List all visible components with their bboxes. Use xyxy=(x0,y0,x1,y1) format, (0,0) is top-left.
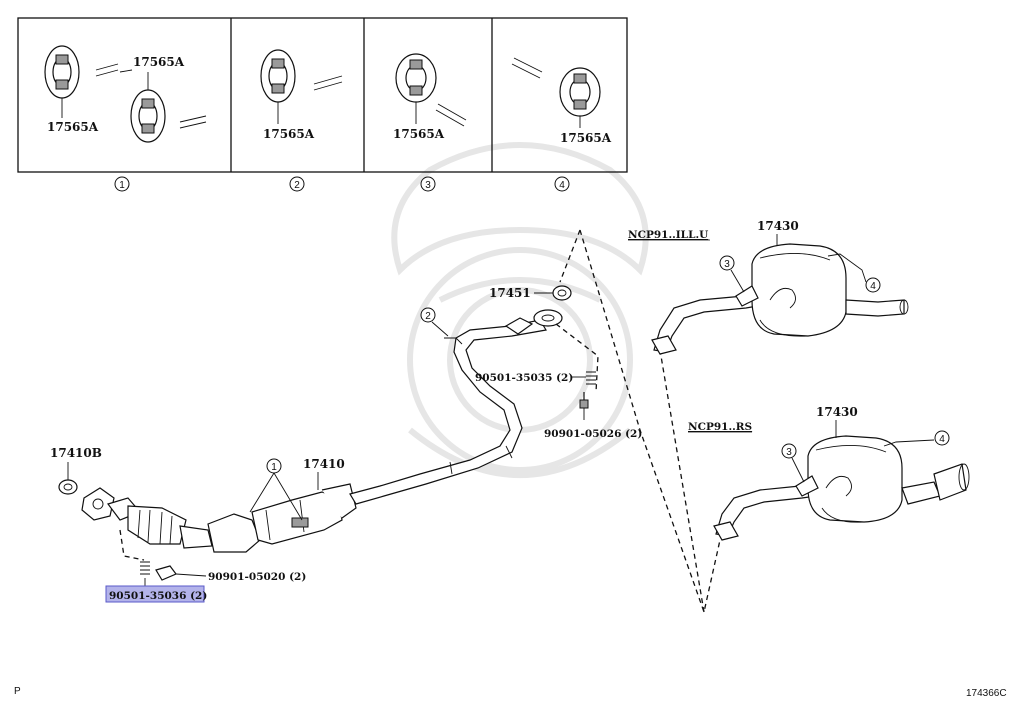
highlight-box xyxy=(105,585,205,603)
part-label-muffler-upper[interactable]: 17430 xyxy=(757,219,799,233)
svg-text:2: 2 xyxy=(425,311,431,322)
footer-left-code: P xyxy=(14,686,21,697)
front-exhaust-pipe xyxy=(81,309,563,553)
spring-bolt-left-icon xyxy=(140,561,150,575)
part-label-muffler-lower[interactable]: 17430 xyxy=(816,405,858,419)
svg-text:4: 4 xyxy=(870,281,876,292)
rubber-hanger-icon xyxy=(260,49,296,103)
svg-text:1: 1 xyxy=(119,180,125,191)
watermark-emblem xyxy=(391,142,649,478)
part-label-bolt-center[interactable]: 90901-05026 (2) xyxy=(544,428,642,440)
svg-text:3: 3 xyxy=(425,180,431,191)
svg-text:4: 4 xyxy=(559,180,565,191)
inset-3-number: 3 xyxy=(420,176,436,192)
svg-text:3: 3 xyxy=(786,447,792,458)
inset-1: 17565A 17565A xyxy=(44,45,207,143)
callout-upper-3: 3 xyxy=(719,255,735,271)
variant-label-lower: NCP91..RS xyxy=(688,421,752,433)
inset-1-label-b: 17565A xyxy=(133,55,185,69)
part-label-bolt-spring-left[interactable]: 90501-35036 (2) xyxy=(109,590,207,602)
bolt-left-icon xyxy=(155,565,207,581)
svg-text:4: 4 xyxy=(939,434,945,445)
rubber-hanger-icon xyxy=(130,89,166,143)
callout-2: 2 xyxy=(420,307,436,323)
inset-3-label: 17565A xyxy=(393,127,445,141)
inset-3: 17565A xyxy=(393,53,467,141)
gasket-center-icon xyxy=(552,285,572,301)
inset-1-number: 1 xyxy=(114,176,130,192)
inset-4: 17565A xyxy=(511,57,612,145)
svg-text:3: 3 xyxy=(724,259,730,270)
inset-2: 17565A xyxy=(260,49,343,141)
callout-upper-4: 4 xyxy=(865,277,881,293)
diagram-id: 174366C xyxy=(966,688,1007,699)
muffler-lower xyxy=(713,435,970,541)
variant-label-upper: NCP91..ILL.U xyxy=(628,229,708,241)
part-label-bolt-left[interactable]: 90901-05020 (2) xyxy=(208,571,306,583)
callout-lower-3: 3 xyxy=(781,443,797,459)
rubber-hanger-icon xyxy=(395,53,437,103)
inset-4-label: 17565A xyxy=(560,131,612,145)
muffler-upper xyxy=(651,243,909,355)
inset-2-number: 2 xyxy=(289,176,305,192)
callout-1: 1 xyxy=(266,458,282,474)
spring-bolt-center-icon xyxy=(586,371,596,385)
inset-1-label-a: 17565A xyxy=(47,120,99,134)
svg-text:1: 1 xyxy=(271,462,277,473)
part-label-exhaust-front[interactable]: 17410 xyxy=(303,457,345,471)
bolt-center-icon xyxy=(579,392,589,420)
rubber-hanger-icon xyxy=(44,45,80,99)
part-label-gasket-front[interactable]: 17410B xyxy=(50,446,102,460)
inset-4-number: 4 xyxy=(554,176,570,192)
rubber-hanger-icon xyxy=(559,67,601,117)
inset-2-label: 17565A xyxy=(263,127,315,141)
gasket-front-icon xyxy=(58,479,78,495)
svg-text:2: 2 xyxy=(294,180,300,191)
inset-panel xyxy=(17,17,628,173)
callout-lower-4: 4 xyxy=(934,430,950,446)
part-label-bolt-spring-center[interactable]: 90501-35035 (2) xyxy=(475,372,573,384)
part-label-gasket-center[interactable]: 17451 xyxy=(489,286,531,300)
